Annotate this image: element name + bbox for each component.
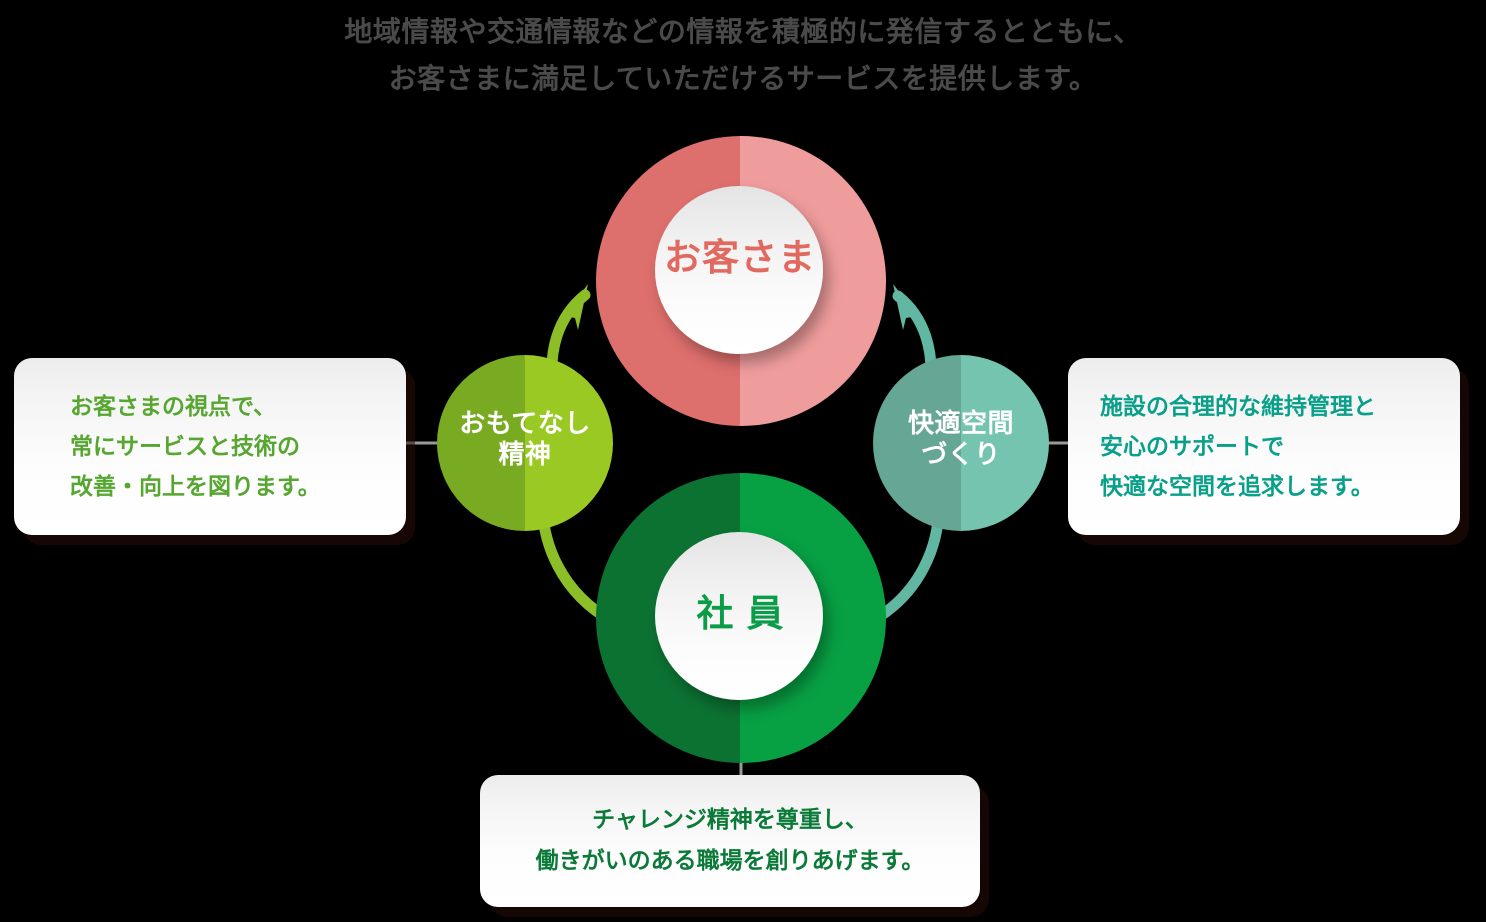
callout-left-text: お客さまの視点で、 常にサービスと技術の 改善・向上を図ります。	[70, 393, 321, 500]
circle-customer-inner	[655, 186, 823, 354]
circle-staff-inner	[655, 532, 823, 700]
callout-right: 施設の合理的な維持管理と 安心のサポートで 快適な空間を追求します。	[1068, 358, 1460, 535]
page-title-line-2: お客さまに満足していただけるサービスを提供します。	[388, 62, 1098, 95]
callout-bottom-text: チャレンジ精神を尊重し、 働きがいのある職場を創りあげます。	[535, 807, 925, 874]
callout-left: お客さまの視点で、 常にサービスと技術の 改善・向上を図ります。	[14, 358, 406, 535]
circle-customer[interactable]	[596, 136, 886, 426]
circle-kaiteki[interactable]	[873, 355, 1049, 531]
circle-staff[interactable]	[596, 473, 886, 763]
page-title-line-1: 地域情報や交通情報などの情報を積極的に発信するとともに、	[344, 15, 1142, 48]
callout-bottom: チャレンジ精神を尊重し、 働きがいのある職場を創りあげます。	[480, 775, 980, 907]
page-title: 地域情報や交通情報などの情報を積極的に発信するとともに、 お客さまに満足していた…	[0, 8, 1486, 102]
callout-right-text: 施設の合理的な維持管理と 安心のサポートで 快適な空間を追求します。	[1100, 393, 1376, 500]
circle-omotenashi[interactable]	[437, 355, 613, 531]
